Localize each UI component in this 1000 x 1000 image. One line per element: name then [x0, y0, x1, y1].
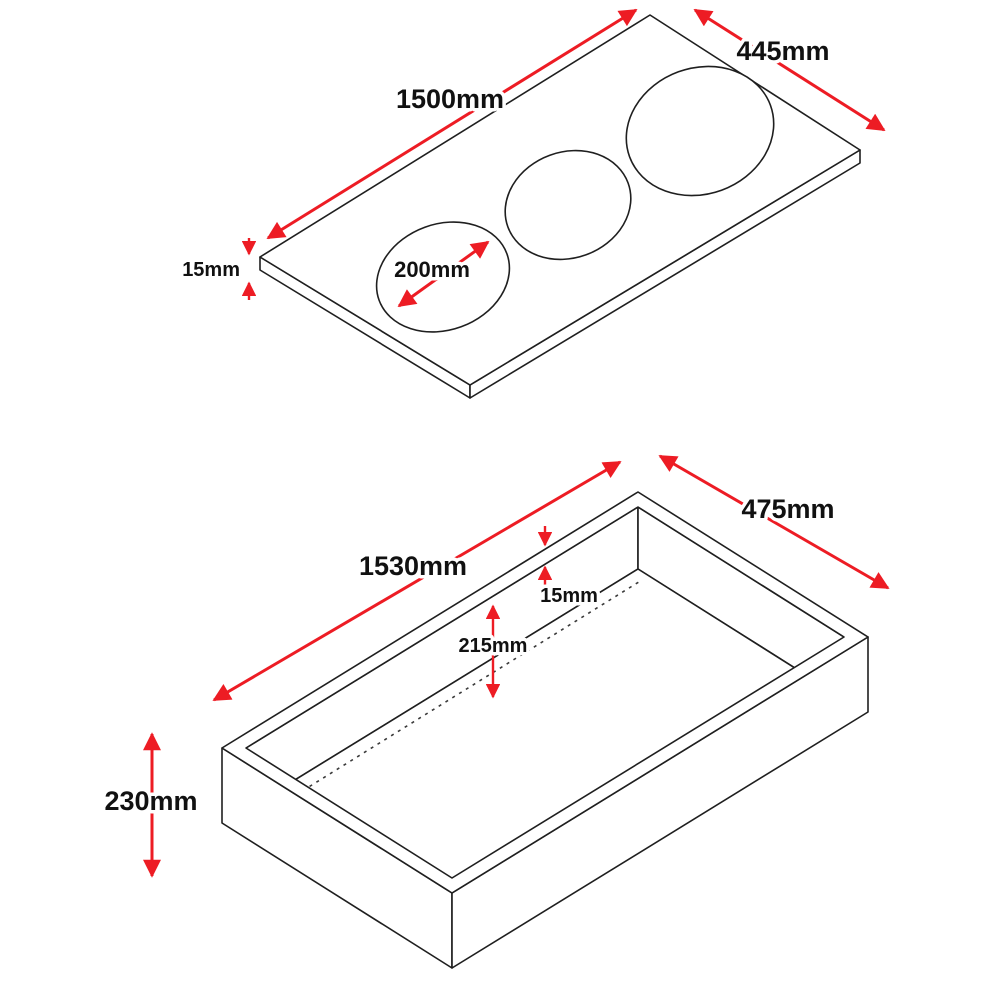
- cutout-diameter-arrow: [397, 240, 490, 308]
- panel-length-arrow: [266, 8, 638, 240]
- cutout-diameter-label: 200mm: [394, 257, 470, 282]
- box-wall-thickness-label: 15mm: [540, 585, 598, 607]
- panel-width-label: 445mm: [736, 36, 829, 66]
- box-length-dimension: 1530mm: [212, 460, 622, 702]
- box-floor-hidden-edge: [261, 579, 643, 817]
- panel-length-label: 1500mm: [396, 84, 504, 114]
- box-height-label: 230mm: [104, 786, 197, 816]
- box-wall-thickness-dimension: 15mm: [537, 526, 601, 611]
- box-length-arrow: [212, 460, 622, 702]
- panel-length-dimension: 1500mm: [266, 8, 638, 240]
- box-inner-depth-label: 215mm: [459, 635, 528, 657]
- box-inner-depth-dimension: 215mm: [455, 604, 531, 699]
- box-width-arrow: [658, 454, 890, 590]
- panel-thickness-label: 15mm: [182, 259, 240, 281]
- box-height-dimension: 230mm: [101, 732, 201, 878]
- panel-width-dimension: 445mm: [693, 8, 886, 132]
- cutout-diameter-dimension: 200mm: [391, 240, 490, 308]
- box-width-label: 475mm: [741, 494, 834, 524]
- panel-thickness-dimension: 15mm: [179, 238, 257, 300]
- box-length-label: 1530mm: [359, 551, 467, 581]
- panel-width-arrow: [693, 8, 886, 132]
- box-drawing: 1530mm 475mm 15mm 215mm 230mm: [101, 454, 890, 969]
- panel-drawing: 1500mm 445mm 15mm 200mm: [179, 8, 886, 399]
- box-width-dimension: 475mm: [658, 454, 890, 590]
